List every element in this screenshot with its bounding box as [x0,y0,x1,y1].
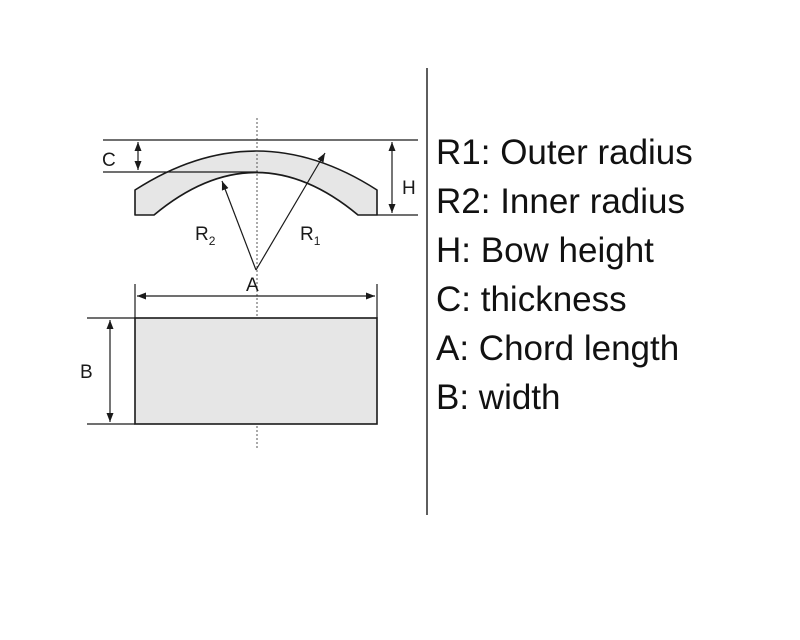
width-block-shape [134,317,378,425]
inner-radius-label: R2 [195,224,216,248]
legend-item-width: B: width [436,378,561,417]
legend-item-bow-height: H: Bow height [436,231,654,270]
outer-radius-arrow [255,152,326,271]
height-label: H [402,178,416,199]
chord-label: A [246,275,259,296]
width-label: B [80,362,93,383]
legend-item-chord-length: A: Chord length [436,329,680,368]
inner-radius-arrow [221,180,257,271]
legend-item-thickness: C: thickness [436,280,627,319]
legend-item-outer-radius: R1: Outer radius [436,133,693,172]
legend-item-inner-radius: R2: Inner radius [436,182,686,221]
outer-radius-label: R1 [300,224,321,248]
legend-list: R1: Outer radius R2: Inner radius H: Bow… [436,128,693,422]
thickness-label: C [102,150,116,171]
arc-segment-shape [134,150,378,216]
